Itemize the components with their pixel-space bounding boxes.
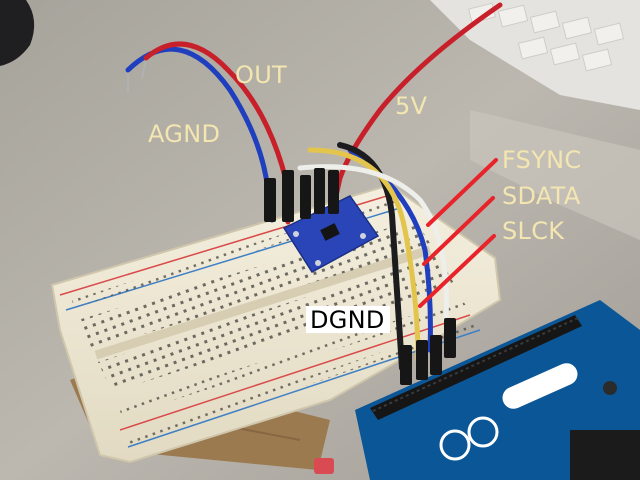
agnd-label: AGND bbox=[148, 120, 221, 148]
jumper-wires bbox=[125, 2, 503, 371]
black-case bbox=[0, 0, 35, 66]
five-volt-label: 5V bbox=[395, 92, 428, 120]
keyboard bbox=[430, 0, 640, 110]
dgnd-label: DGND bbox=[306, 306, 390, 333]
out-label: OUT bbox=[235, 61, 288, 89]
annotation-lines bbox=[418, 158, 498, 308]
sdata-label: SDATA bbox=[502, 182, 581, 210]
breadboard bbox=[50, 183, 502, 464]
fsync-label: FSYNC bbox=[502, 146, 582, 174]
arduino-board bbox=[314, 300, 640, 480]
tray-edge bbox=[470, 110, 640, 240]
wire-connectors bbox=[264, 168, 456, 385]
slck-label: SLCK bbox=[502, 217, 565, 245]
